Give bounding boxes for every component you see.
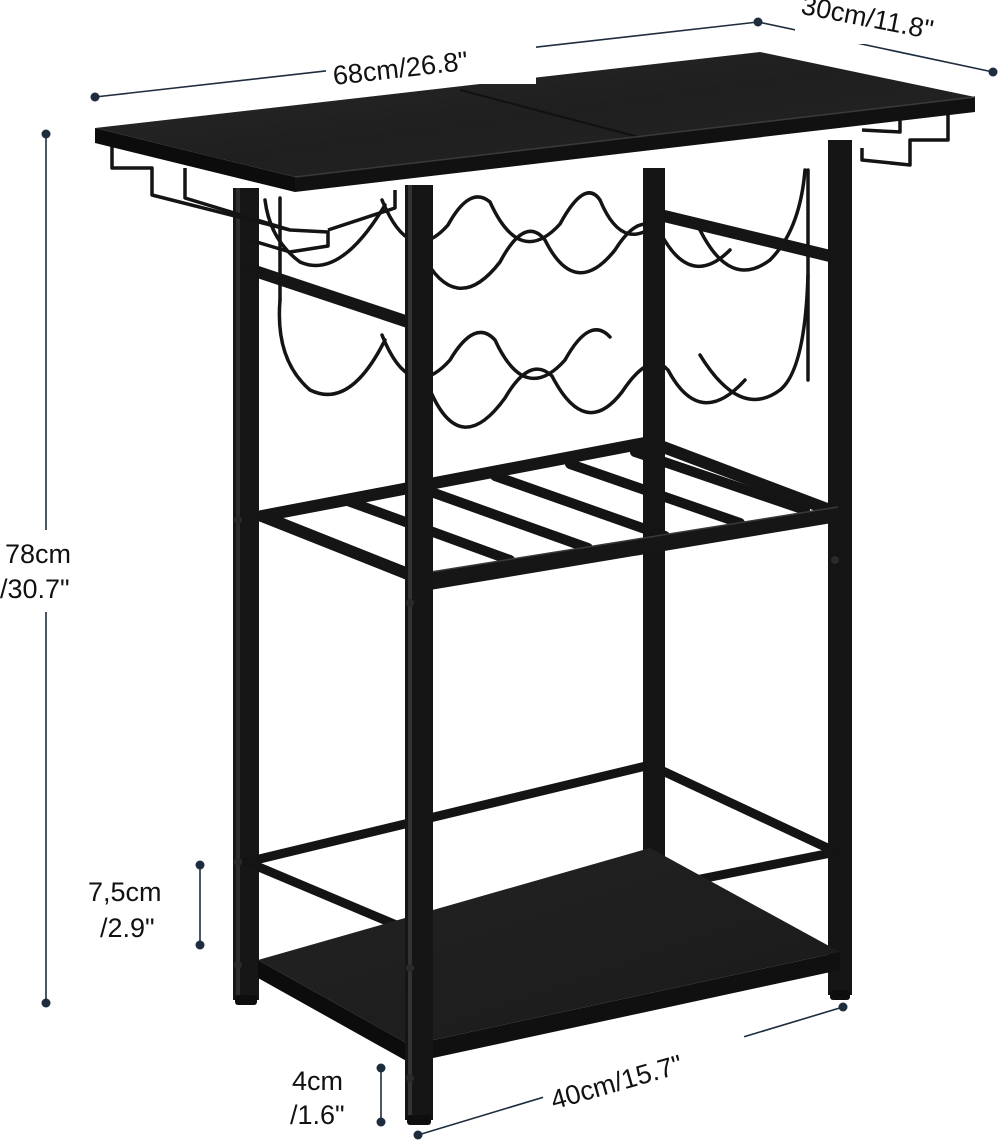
bar-table bbox=[95, 52, 976, 1125]
bolts bbox=[234, 516, 839, 969]
front-right-leg bbox=[405, 185, 433, 1125]
height-label-in: /30.7" bbox=[0, 574, 70, 604]
height-label-cm: 78cm bbox=[5, 539, 71, 569]
table-top bbox=[95, 52, 976, 192]
back-right-leg bbox=[828, 140, 852, 995]
foot-height-label-in: /1.6" bbox=[290, 1100, 345, 1130]
front-left-leg bbox=[233, 188, 259, 1005]
bottom-shelf bbox=[258, 848, 840, 1063]
rail-height-label-in: /2.9" bbox=[100, 913, 155, 943]
back-left-leg bbox=[643, 168, 665, 858]
slatted-shelf bbox=[256, 436, 841, 593]
rail-height-label-cm: 7,5cm bbox=[88, 877, 162, 907]
upper-side-bars bbox=[240, 209, 836, 328]
foot-height-label-cm: 4cm bbox=[292, 1066, 343, 1096]
